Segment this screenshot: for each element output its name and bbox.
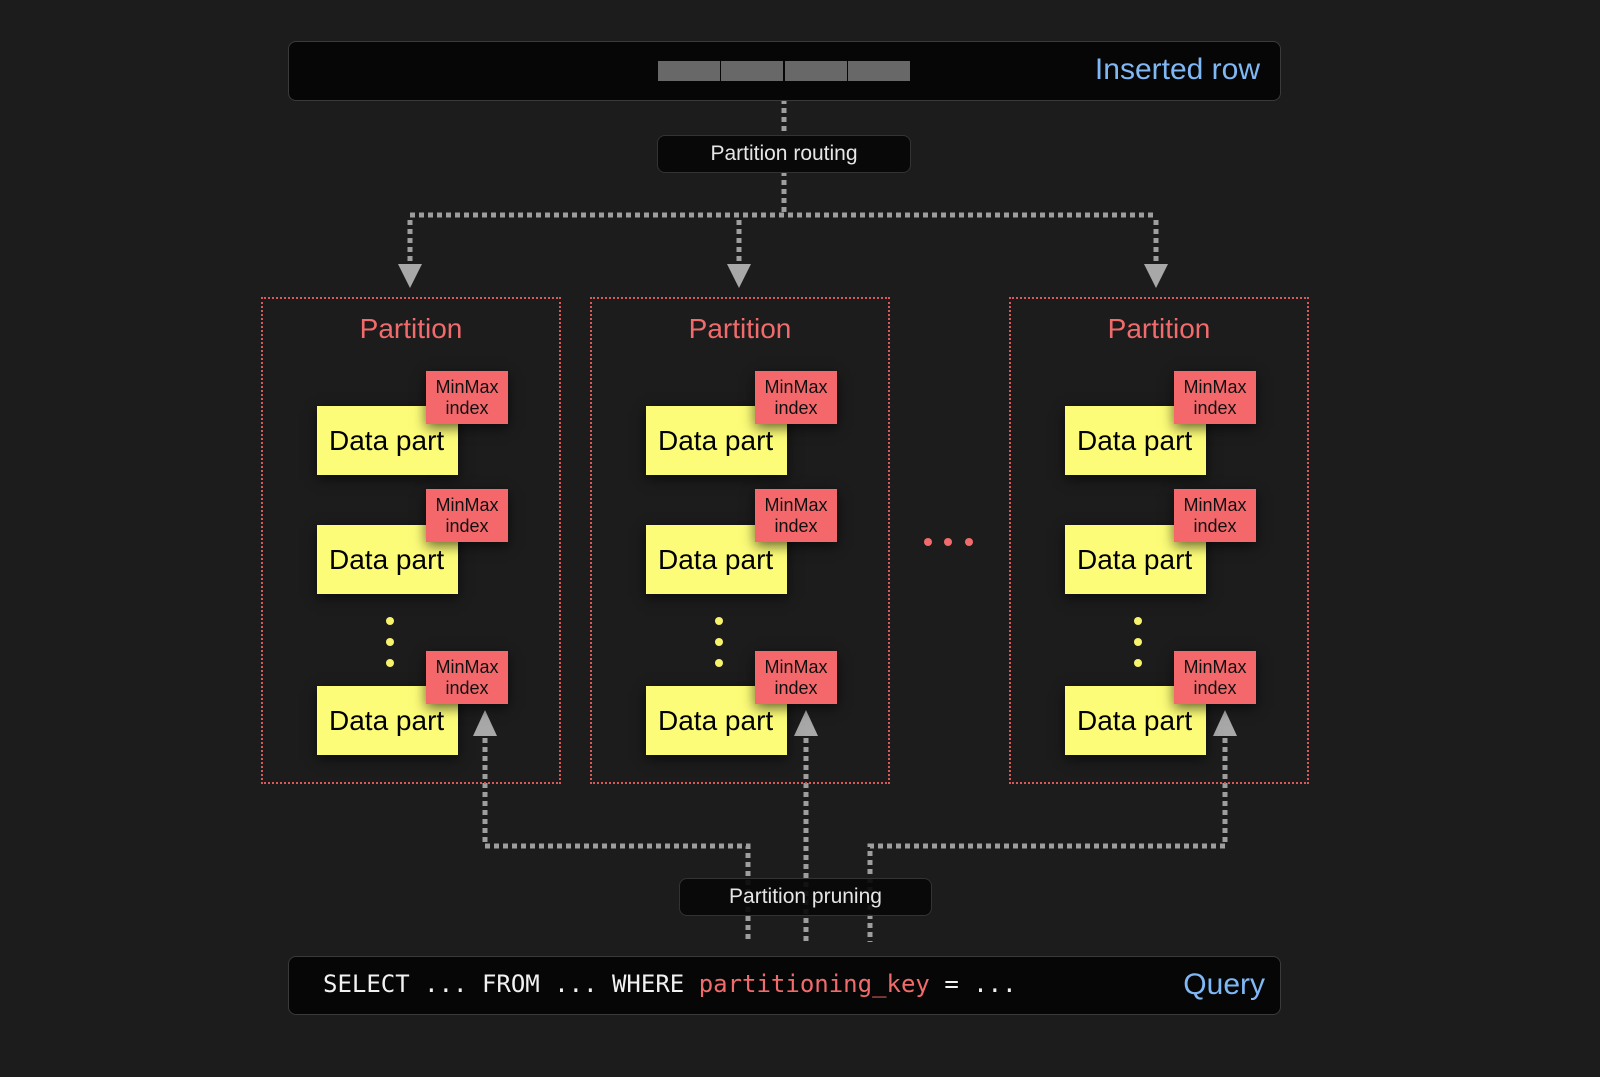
arrow-down-icon	[1144, 264, 1168, 288]
ellipsis-dot	[386, 617, 394, 625]
row-cell	[658, 61, 720, 81]
partition-title: Partition	[688, 313, 792, 344]
ellipsis-dot	[1134, 617, 1142, 625]
sql-prefix: SELECT ... FROM ... WHERE	[323, 970, 699, 998]
partition-routing-label: Partition routing	[657, 135, 911, 173]
sql-partitioning-key: partitioning_key	[698, 970, 930, 998]
inserted-row-label: Inserted row	[1094, 53, 1260, 86]
arrow-down-icon	[398, 264, 422, 288]
partition-title: Partition	[359, 313, 463, 344]
ellipsis-dot	[386, 659, 394, 667]
pruning-line-3	[867, 738, 1228, 942]
row-cell	[785, 61, 847, 81]
ellipsis-dot	[386, 638, 394, 646]
ellipsis-dot	[1134, 638, 1142, 646]
more-partitions-dot	[924, 538, 932, 546]
ellipsis-dot	[1134, 659, 1142, 667]
partition-title: Partition	[1107, 313, 1211, 344]
arrow-up-icon	[794, 710, 818, 736]
row-cell	[848, 61, 910, 81]
ellipsis-dot	[715, 617, 723, 625]
query-bar	[288, 956, 1281, 1015]
ellipsis-dot	[715, 659, 723, 667]
more-partitions-dot	[965, 538, 973, 546]
arrow-down-icon	[727, 264, 751, 288]
data-part: Data part	[1065, 525, 1206, 594]
more-partitions-dot	[944, 538, 952, 546]
data-part: Data part	[1065, 406, 1206, 475]
partition-pruning-label: Partition pruning	[679, 878, 932, 916]
query-sql: SELECT ... FROM ... WHERE partitioning_k…	[323, 970, 1017, 998]
arrow-up-icon	[1213, 710, 1237, 736]
row-cell	[721, 61, 783, 81]
ellipsis-dot	[715, 638, 723, 646]
sql-suffix: = ...	[929, 970, 1017, 998]
arrow-up-icon	[473, 710, 497, 736]
inserted-row-bar	[288, 41, 1281, 101]
query-label: Query	[1183, 968, 1265, 1001]
